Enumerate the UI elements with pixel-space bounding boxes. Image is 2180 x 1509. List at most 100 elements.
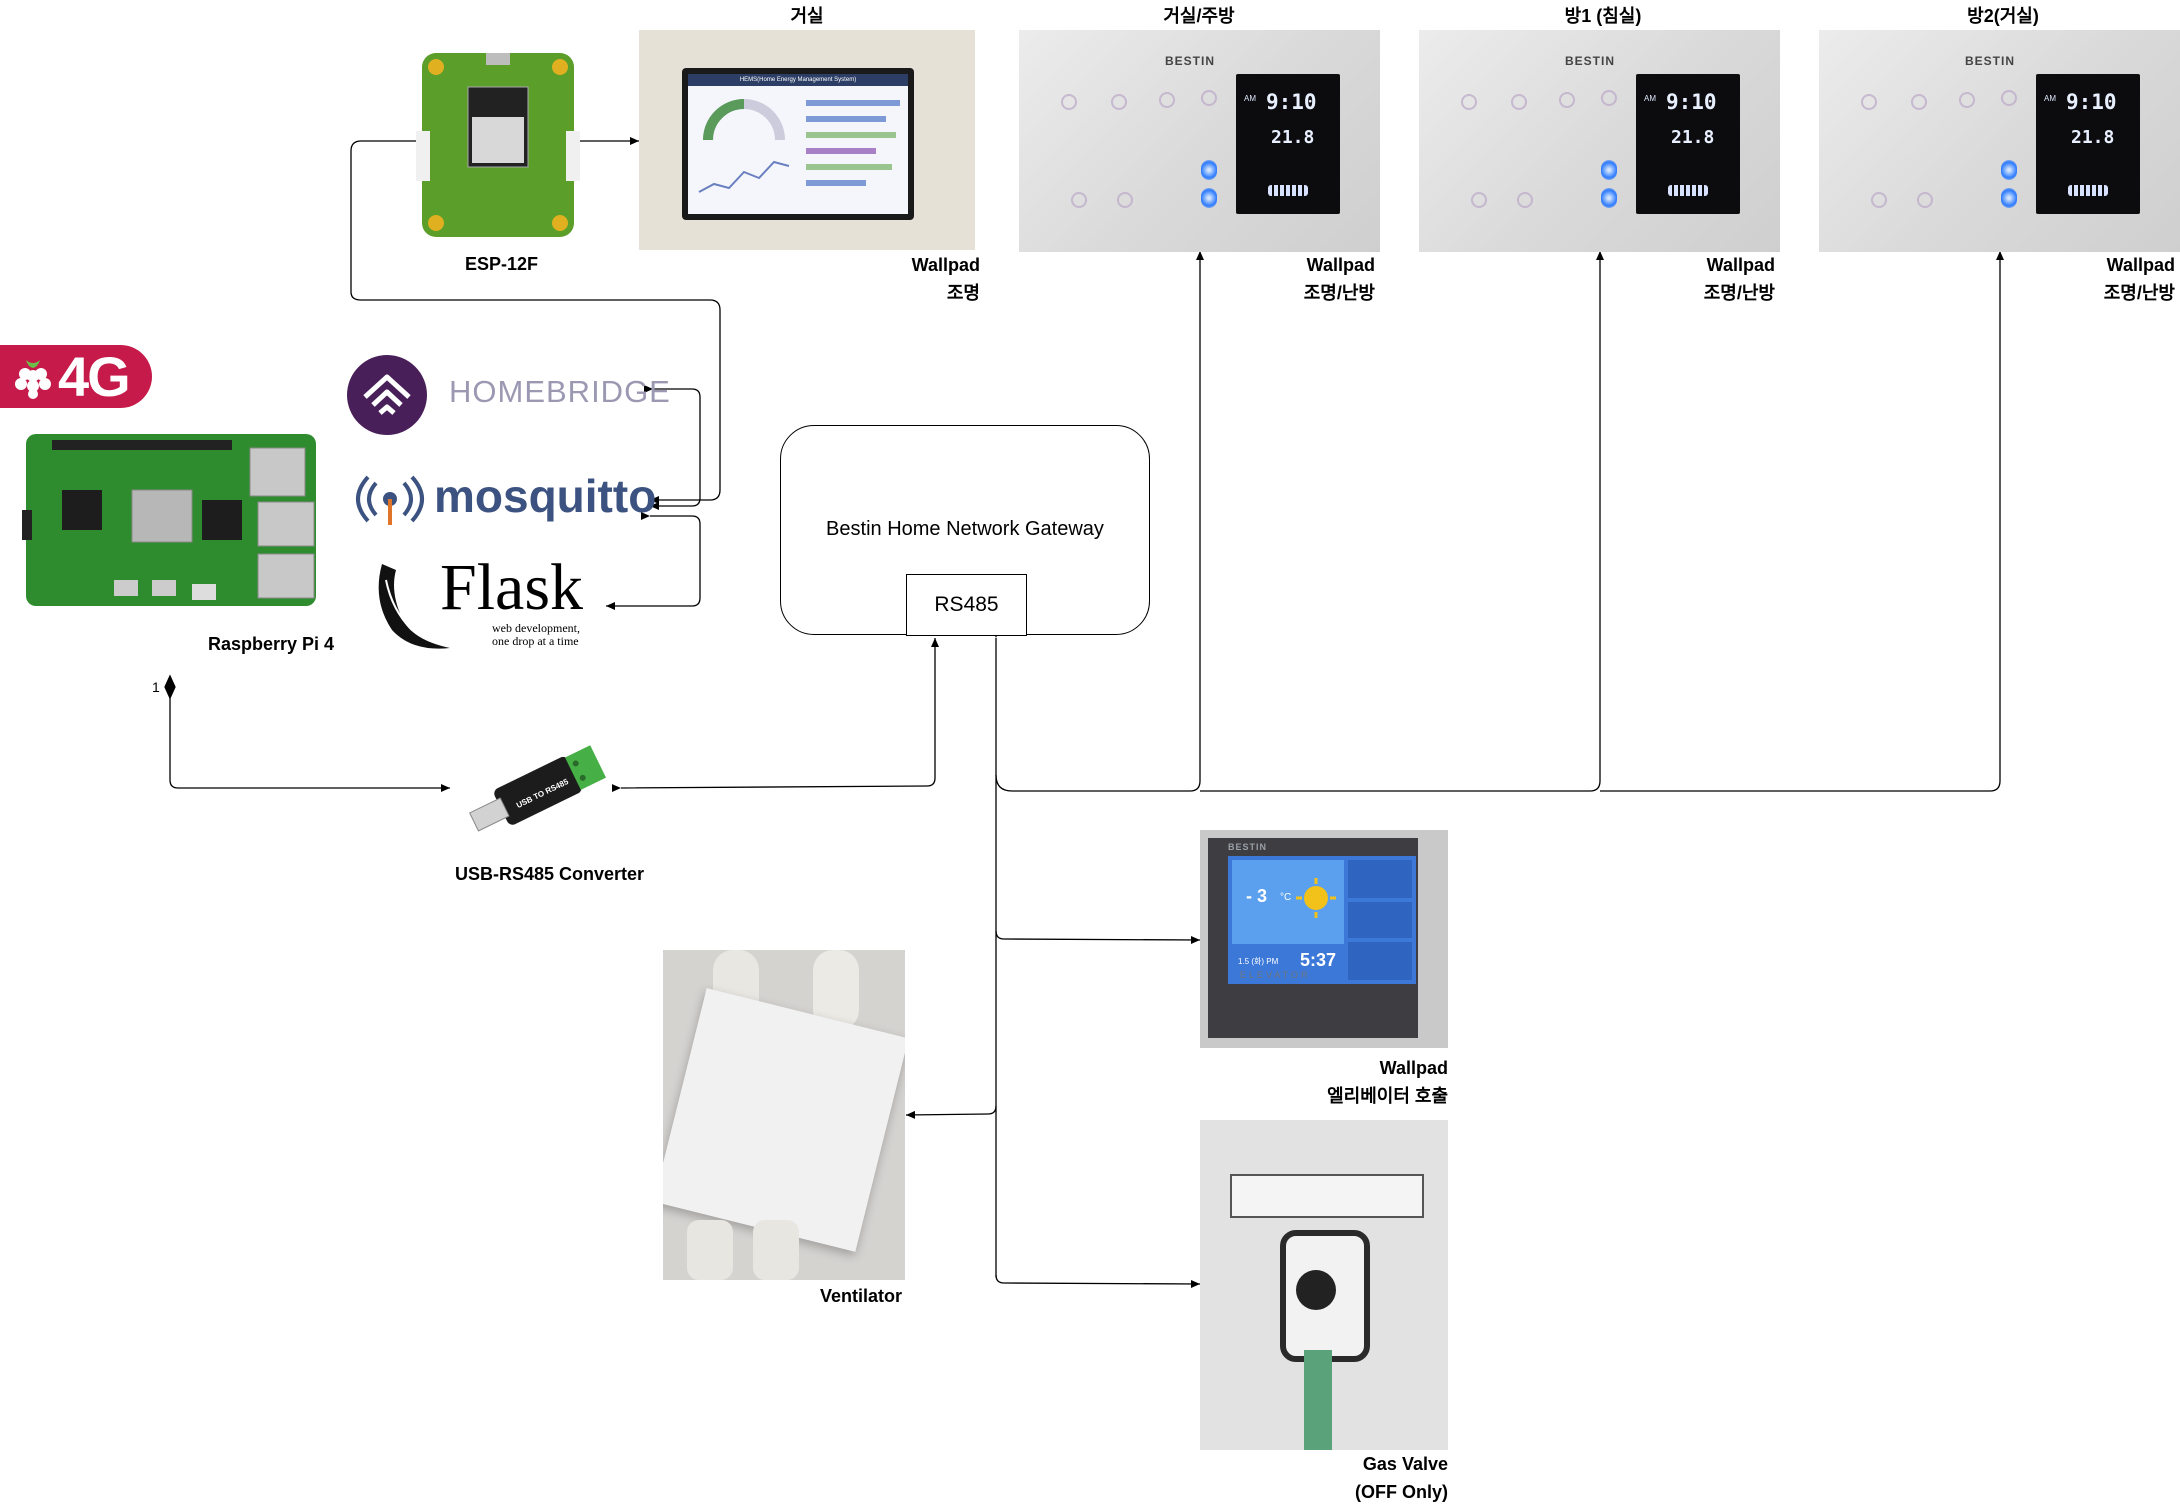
panel-display: AM 9:10 21.8	[1236, 74, 1340, 214]
duct	[687, 1220, 733, 1280]
panel-level-bar	[1668, 185, 1708, 196]
wallpad-3-caption-line1: Wallpad	[1706, 255, 1775, 275]
bus-to-ventilator	[905, 1105, 997, 1119]
elevator-wallpad-photo: BESTIN - 3 °C 1.5 (화) PM 5:37 ELEVATOR	[1200, 830, 1448, 1048]
elevator-caption: Wallpad 엘리베이터 호출	[1248, 1054, 1448, 1110]
hems-bar	[806, 116, 886, 122]
raspberry-logo-icon	[15, 360, 51, 399]
elevator-temp: - 3	[1246, 886, 1268, 906]
raspberry-caption: Raspberry Pi 4	[208, 634, 335, 654]
wallpad-1-title: 거실	[790, 6, 824, 26]
elevator-caption-line1: Wallpad	[1379, 1058, 1448, 1078]
wallpad-4-caption-line1: Wallpad	[2106, 255, 2175, 275]
flask-logo	[372, 560, 452, 659]
wallpad-4-title: 방2(거실)	[1967, 6, 2039, 26]
wallpad-2-caption-line1: Wallpad	[1306, 255, 1375, 275]
composition-diamond	[164, 674, 176, 700]
hems-bar	[806, 148, 876, 154]
multiplicity-label: 1	[152, 679, 160, 695]
elevator-screen: - 3 °C 1.5 (화) PM 5:37	[1228, 856, 1416, 984]
ventilator-caption: Ventilator	[819, 1286, 902, 1306]
forecast-tomorrow	[1348, 902, 1412, 938]
wallpad-4-caption: Wallpad 조명/난방	[2075, 251, 2175, 307]
raspberry-4g-badge: 4G	[0, 345, 152, 408]
hems-title: HEMS(Home Energy Management System)	[688, 74, 908, 86]
usb-rs485-converter: USB TO RS485	[452, 733, 622, 845]
homebridge-to-mosquitto-link	[644, 385, 701, 510]
panel-ampm: AM	[1244, 94, 1256, 103]
panel-display: AM 9:10 21.8	[1636, 74, 1740, 214]
badge-text: 4G	[58, 345, 131, 408]
wallpad-3-caption: Wallpad 조명/난방	[1675, 251, 1775, 307]
hems-bar	[806, 164, 892, 170]
panel-time: 9:10	[1266, 90, 1317, 114]
panel-brand: BESTIN	[1165, 54, 1216, 68]
panel-temp: 21.8	[1271, 127, 1315, 148]
esp-12f-board	[416, 47, 580, 243]
esp-caption: ESP-12F	[465, 254, 539, 274]
flask-tagline-line1: web development,	[492, 621, 580, 635]
homebridge-icon	[347, 355, 427, 435]
wallpad-2-title: 거실/주방	[1163, 6, 1235, 26]
panel-ampm: AM	[2044, 94, 2056, 103]
flask-tagline: web development, one drop at a time	[492, 622, 580, 648]
gas-valve-photo	[1200, 1120, 1448, 1450]
raspberry-to-converter-link	[169, 698, 450, 792]
elevator-label: ELEVATOR	[1240, 970, 1311, 980]
esp-to-mosquitto-link	[350, 137, 721, 504]
panel-display: AM 9:10 21.8	[2036, 74, 2140, 214]
homebridge-logo	[347, 355, 427, 440]
gas-valve-caption-line1: Gas Valve	[1362, 1454, 1448, 1474]
raspberry-pi-board	[22, 430, 320, 610]
valve-knob	[1296, 1270, 1336, 1310]
wallpad-1-caption: Wallpad 조명	[880, 251, 980, 307]
wallpad-3-caption-line2: 조명/난방	[1703, 283, 1775, 303]
wallpad-2-caption-line2: 조명/난방	[1303, 283, 1375, 303]
bestin-gateway: Bestin Home Network Gateway RS485	[780, 425, 1150, 636]
panel-time: 9:10	[1666, 90, 1717, 114]
flask-to-mosquitto-link	[606, 512, 701, 610]
panel-level-bar	[2068, 185, 2108, 196]
wallpad-3-title: 방1 (침실)	[1564, 6, 1642, 26]
wallpad-1-caption-line1: Wallpad	[911, 255, 980, 275]
gas-valve-caption-line2: (OFF Only)	[1355, 1482, 1448, 1502]
hems-screen-bezel: HEMS(Home Energy Management System)	[682, 68, 914, 220]
wallpad-2-caption: Wallpad 조명/난방	[1275, 251, 1375, 307]
ventilator-photo	[663, 950, 905, 1280]
wallpad-4-photo: BESTIN AM 9:10 21.8	[1819, 30, 2180, 252]
panel-ampm: AM	[1644, 94, 1656, 103]
hems-gauge-icon	[698, 99, 790, 193]
bus-to-gas-valve	[995, 1274, 1201, 1288]
panel-temp: 21.8	[2071, 127, 2115, 148]
elevator-brand: BESTIN	[1228, 842, 1268, 852]
panel-temp: 21.8	[1671, 127, 1715, 148]
wallpad-1-photo: HEMS(Home Energy Management System)	[639, 30, 975, 250]
hems-screen: HEMS(Home Energy Management System)	[688, 74, 908, 214]
elevator-temp-unit: °C	[1280, 892, 1292, 903]
flask-wordmark: Flask	[440, 551, 584, 624]
flask-horn-icon	[378, 564, 450, 649]
mosquitto-logo	[352, 469, 428, 534]
rs485-port: RS485	[906, 574, 1027, 636]
wallpad-1-caption-line2: 조명	[946, 283, 980, 303]
flask-tagline-line2: one drop at a time	[492, 634, 579, 648]
weather-panel: - 3 °C	[1232, 860, 1344, 944]
wallpad-2-photo: BESTIN AM 9:10 21.8	[1019, 30, 1380, 252]
hems-bar	[806, 180, 866, 186]
ventilator-unit	[663, 988, 905, 1252]
wallpad-3-photo: BESTIN AM 9:10 21.8	[1419, 30, 1780, 252]
converter-caption: USB-RS485 Converter	[455, 864, 645, 884]
valve-controller	[1230, 1174, 1424, 1218]
hems-bar	[806, 132, 896, 138]
sun-icon	[1296, 878, 1336, 918]
hems-bar	[806, 100, 900, 106]
elevator-time: 5:37	[1300, 950, 1337, 970]
forecast-next	[1348, 942, 1412, 980]
mosquitto-wordmark: mosquitto	[434, 470, 657, 522]
panel-level-bar	[1268, 185, 1308, 196]
duct	[753, 1220, 799, 1280]
gas-valve-caption: Gas Valve (OFF Only)	[1248, 1450, 1448, 1506]
elevator-date: 1.5 (화) PM	[1238, 957, 1279, 966]
